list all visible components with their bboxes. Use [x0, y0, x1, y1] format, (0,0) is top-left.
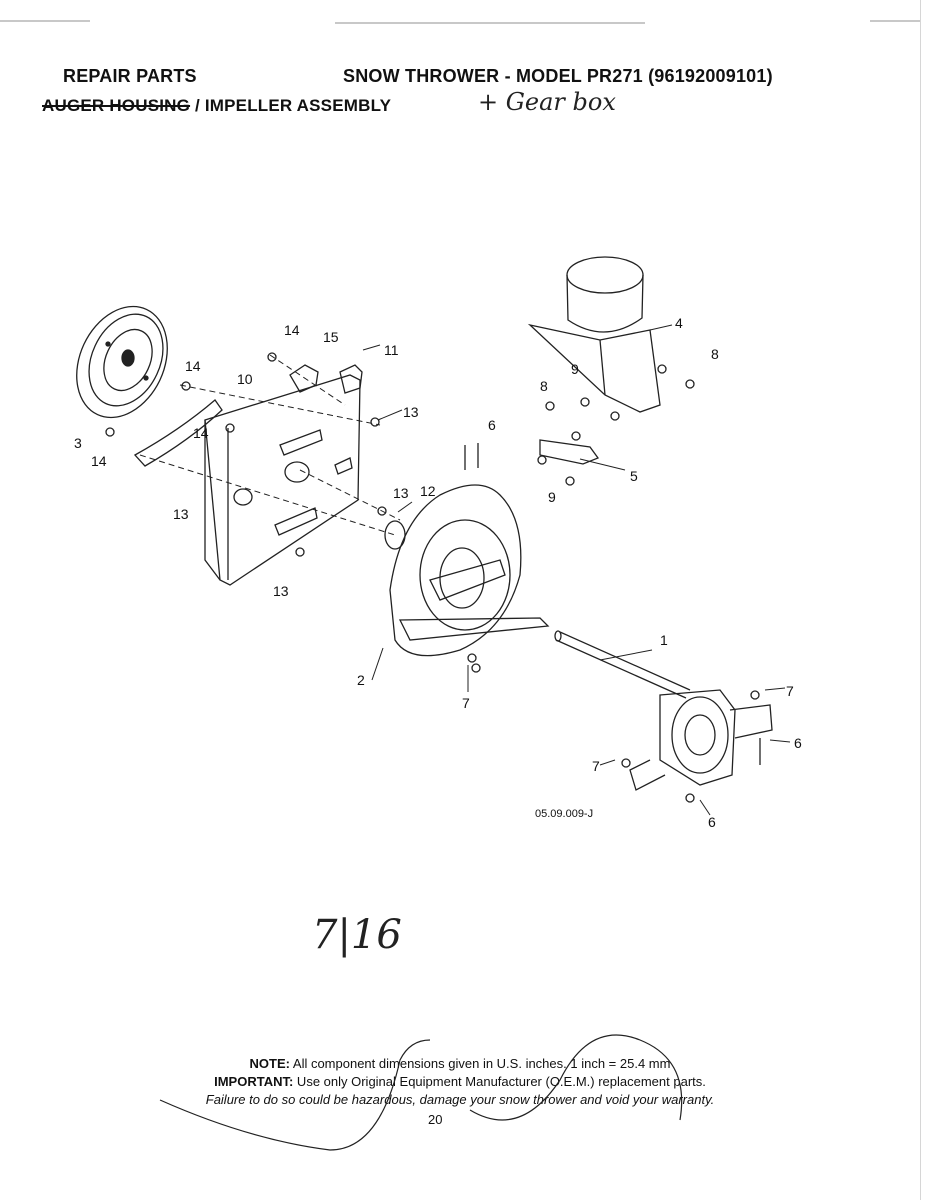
section-name: / IMPELLER ASSEMBLY [190, 96, 392, 115]
notes-block: NOTE: All component dimensions given in … [150, 1055, 770, 1109]
model-title: SNOW THROWER - MODEL PR271 (96192009101) [343, 66, 773, 86]
note-label: NOTE: [249, 1056, 290, 1071]
handwritten-date-note: 7|16 [312, 912, 402, 958]
callout-7: 7 [462, 695, 470, 711]
callout-9: 9 [548, 489, 556, 505]
callout-14: 14 [185, 358, 201, 374]
frame-plate-part [204, 374, 361, 586]
callout-14: 14 [193, 425, 209, 441]
callout-5: 5 [630, 468, 638, 484]
scan-artifact [0, 20, 90, 22]
callout-6: 6 [488, 417, 496, 433]
bearing-part [384, 520, 406, 550]
important-text: Use only Original Equipment Manufacturer… [293, 1074, 706, 1089]
callout-2: 2 [357, 672, 365, 688]
bearing-bracket-part [339, 364, 363, 394]
callout-4: 4 [675, 315, 683, 331]
page-title: REPAIR PARTS [63, 66, 197, 86]
scan-artifact [335, 22, 645, 24]
struck-section-name: AUGER HOUSING [42, 96, 191, 115]
callout-11: 11 [384, 342, 399, 358]
callout-13: 13 [393, 485, 409, 501]
callout-12: 12 [420, 483, 436, 499]
chute-adapter-part [527, 256, 661, 413]
section-title: AUGER HOUSING / IMPELLER ASSEMBLY [42, 96, 391, 116]
important-line: IMPORTANT: Use only Original Equipment M… [150, 1073, 770, 1091]
handwritten-gearbox-note: + Gear box [478, 88, 616, 116]
callout-1: 1 [660, 632, 668, 648]
callout-6: 6 [794, 735, 802, 751]
scan-artifact [870, 20, 920, 22]
warning-text: Failure to do so could be hazardous, dam… [205, 1092, 715, 1107]
note-line: NOTE: All component dimensions given in … [150, 1055, 770, 1073]
callout-13: 13 [273, 583, 289, 599]
callout-8: 8 [711, 346, 719, 362]
callout-13: 13 [403, 404, 419, 420]
impeller-shaft-part [554, 630, 691, 699]
callout-9: 9 [571, 361, 579, 377]
callout-3: 3 [74, 435, 82, 451]
callout-6: 6 [708, 814, 716, 830]
callout-14: 14 [91, 453, 107, 469]
bracket-part [289, 364, 319, 393]
callout-7: 7 [592, 758, 600, 774]
fasteners [105, 352, 761, 803]
impeller-housing-part [389, 484, 550, 657]
callout-7: 7 [786, 683, 794, 699]
callout-14: 14 [284, 322, 300, 338]
callout-13: 13 [173, 506, 189, 522]
callout-10: 10 [237, 371, 253, 387]
figure-code: 05.09.009-J [535, 808, 594, 820]
chute-bracket-part [539, 439, 600, 465]
callout-8: 8 [540, 378, 548, 394]
pulley-part [76, 305, 168, 419]
belt-guard-part [133, 399, 223, 467]
page-edge [920, 0, 921, 1200]
gearbox-part [629, 689, 773, 791]
important-label: IMPORTANT: [214, 1074, 294, 1089]
page-number: 20 [428, 1112, 443, 1127]
warning-line: Failure to do so could be hazardous, dam… [150, 1091, 770, 1109]
note-text: All component dimensions given in U.S. i… [290, 1056, 671, 1071]
callout-15: 15 [323, 329, 339, 345]
